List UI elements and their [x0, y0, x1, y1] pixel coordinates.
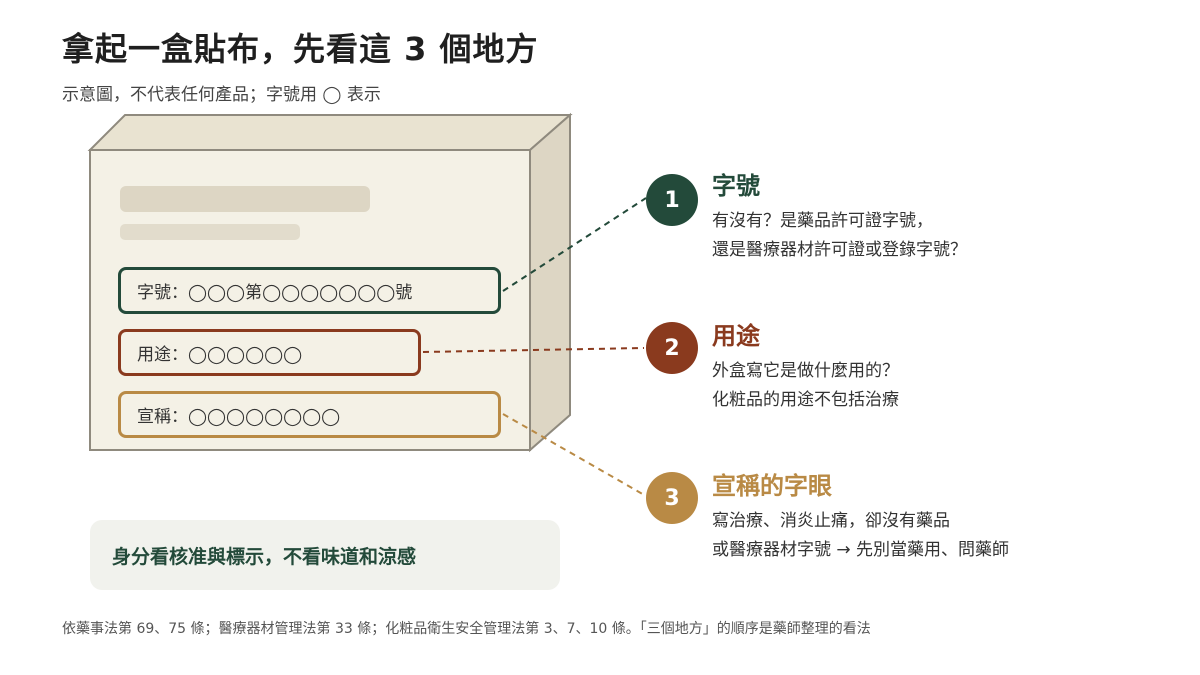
field-usage: 用途：◯◯◯◯◯◯ — [118, 329, 421, 376]
number-badge-3: 3 — [646, 472, 698, 524]
callout-text-3a: 寫治療、消炎止痛，卻沒有藥品 — [712, 511, 950, 531]
callout-heading-3: 宣稱的字眼 — [712, 472, 832, 500]
callout-text-2b: 化粧品的用途不包括治療 — [712, 390, 899, 410]
number-badge-2: 2 — [646, 322, 698, 374]
page-subtitle: 示意圖，不代表任何產品；字號用 ◯ 表示 — [62, 85, 381, 105]
placeholder-bar-large — [120, 186, 370, 212]
field-license-number: 字號：◯◯◯第◯◯◯◯◯◯◯號 — [118, 267, 501, 314]
source-footnote: 依藥事法第 69、75 條；醫療器材管理法第 33 條；化粧品衛生安全管理法第 … — [62, 621, 871, 637]
callout-text-1b: 還是醫療器材許可證或登錄字號？ — [712, 240, 967, 260]
placeholder-bar-small — [120, 224, 300, 240]
callout-text-1a: 有沒有？是藥品許可證字號， — [712, 211, 933, 231]
callout-text-3b: 或醫療器材字號 → 先別當藥用、問藥師 — [712, 540, 1010, 560]
callout-heading-1: 字號 — [712, 172, 760, 200]
page-title: 拿起一盒貼布，先看這 3 個地方 — [62, 30, 539, 68]
connector-2 — [422, 347, 645, 353]
callout-heading-2: 用途 — [712, 322, 760, 350]
box-side-face — [529, 112, 571, 453]
field-claims: 宣稱：◯◯◯◯◯◯◯◯ — [118, 391, 501, 438]
key-message-text: 身分看核准與標示，不看味道和涼感 — [112, 545, 417, 568]
callout-text-2a: 外盒寫它是做什麼用的？ — [712, 361, 899, 381]
key-message-box: 身分看核准與標示，不看味道和涼感 — [90, 520, 560, 590]
connector-3 — [502, 413, 647, 497]
number-badge-1: 1 — [646, 174, 698, 226]
box-top-face — [87, 114, 573, 151]
